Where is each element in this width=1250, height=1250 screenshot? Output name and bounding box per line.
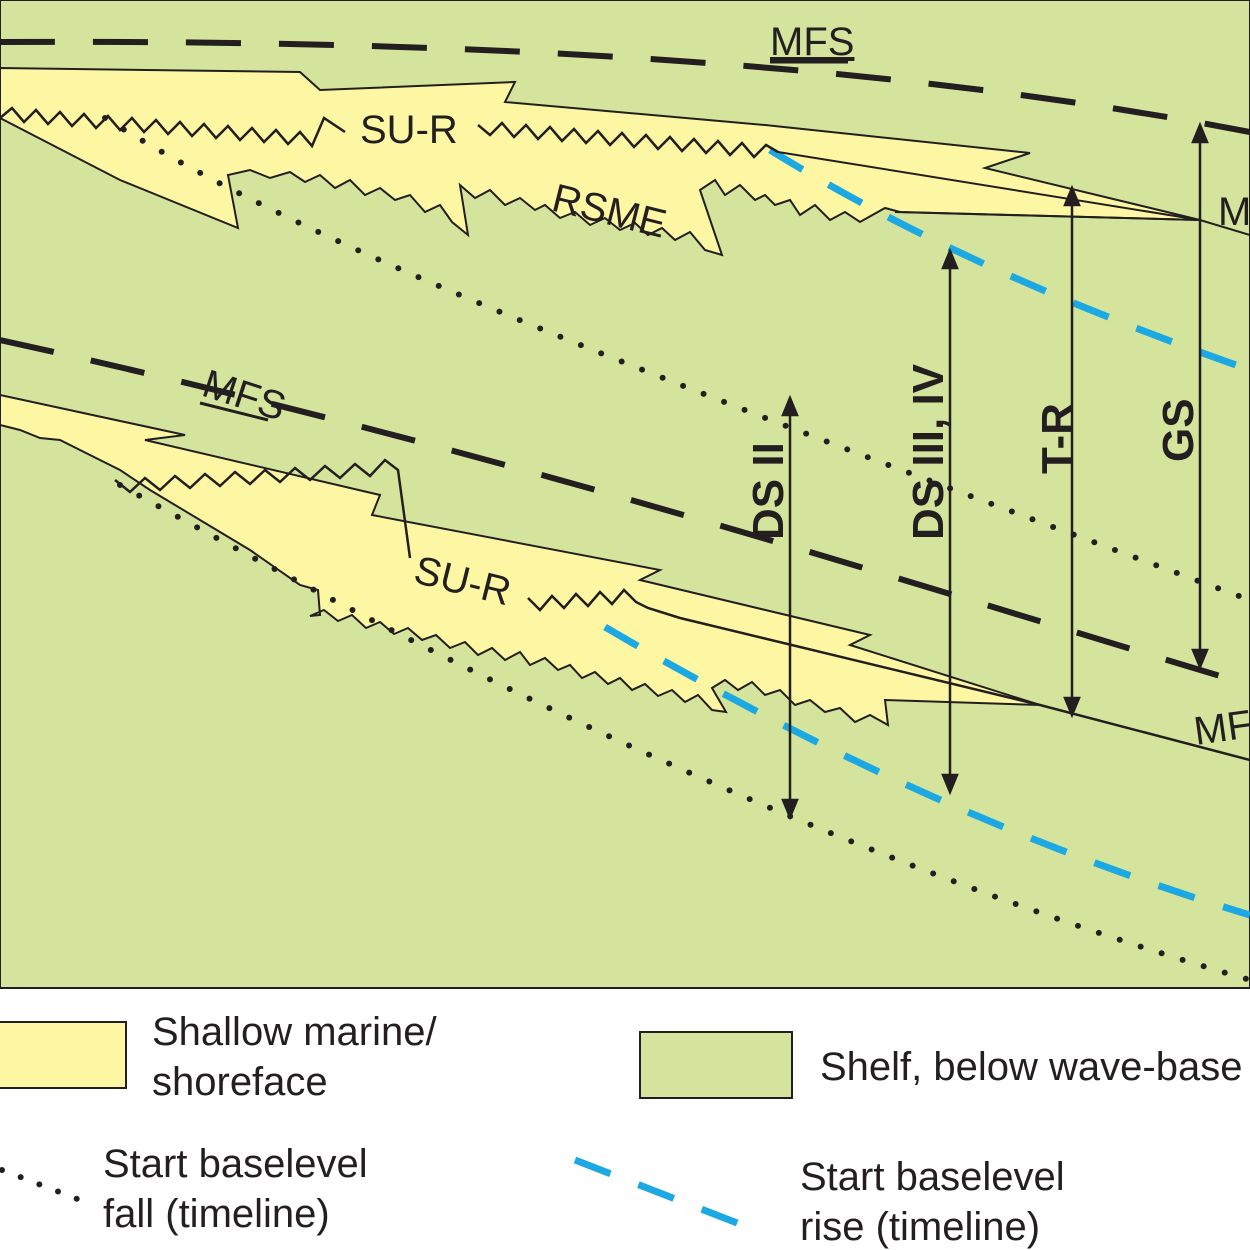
legend-shallow-marine-line1: Shallow marine/: [152, 1010, 437, 1054]
shallow-marine-wedge-upper: [0, 66, 1201, 257]
legend-rise-line1: Start baselevel: [800, 1155, 1065, 1199]
legend-shallow-marine-line2: shoreface: [152, 1060, 328, 1104]
legend-swatch-rise: [573, 1156, 752, 1232]
legend-shelf: Shelf, below wave-base: [820, 1045, 1242, 1089]
ds-ii-label: DS II: [744, 442, 793, 540]
mfs-label-upper: MFS: [770, 20, 854, 64]
mfs-line-middle: [0, 337, 1250, 688]
rise-timeline-upper: [768, 147, 1250, 374]
sur-lower-zigzag-right: [527, 588, 1250, 762]
legend-swatch-shallow-marine: [0, 1021, 127, 1089]
t-r-label: T-R: [1033, 403, 1082, 474]
mfs-line-upper: [0, 38, 1250, 135]
legend-swatch-fall: [0, 1167, 83, 1203]
rise-timeline-lower: [603, 623, 1250, 919]
sur-upper-zigzag-left: [0, 106, 346, 149]
measurement-arrows: [781, 121, 1209, 821]
ds-iii-iv-label: DS III, IV: [904, 363, 953, 540]
legend-swatch-shelf: [639, 1031, 793, 1099]
fall-timeline-upper: [102, 115, 1250, 603]
legend-rise-line2: rise (timeline): [800, 1205, 1040, 1249]
gs-label: GS: [1154, 398, 1203, 462]
sur-lower-zigzag: [114, 458, 412, 559]
mfs-label-right-upper: MFS: [1218, 190, 1250, 234]
sur-upper-zigzag-right: [477, 121, 779, 159]
sur-label-upper: SU-R: [360, 108, 458, 152]
legend-fall-line2: fall (timeline): [103, 1192, 330, 1236]
mfs-label-middle-underline: [199, 401, 269, 422]
legend-fall-line1: Start baselevel: [103, 1142, 368, 1186]
legend: Shallow marine/ shoreface Shelf, below w…: [0, 1010, 1242, 1249]
